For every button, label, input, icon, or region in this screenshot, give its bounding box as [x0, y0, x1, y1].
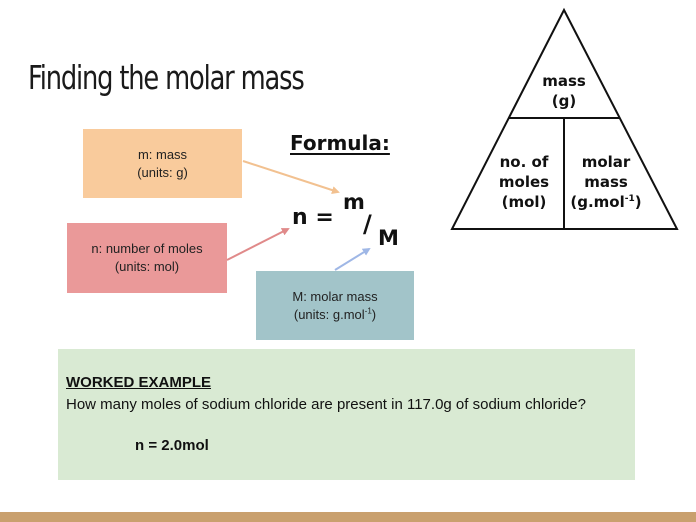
moles-arrow: [226, 228, 290, 261]
molar-mass-variable-box: M: molar mass (units: g.mol-1): [256, 271, 414, 340]
mass-arrow: [242, 160, 340, 194]
bottom-accent-bar: [0, 512, 696, 522]
molar-mass-arrow: [334, 247, 371, 271]
molar-mass-variable-units: (units: g.mol-1): [294, 306, 376, 324]
molar-units-prefix: (units: g.mol: [293, 306, 365, 322]
formula-numerator: m: [343, 190, 365, 214]
molar-units-exponent: -1: [364, 306, 372, 316]
triangle-molar-mass-section: molar mass (g.mol-1): [565, 152, 647, 212]
molar-mass-variable-label: M: molar mass: [292, 288, 378, 304]
worked-example-heading: WORKED EXAMPLE: [66, 374, 212, 391]
triangle-molar-label-1: molar: [581, 153, 631, 171]
triangle-molar-units-prefix: (g.mol: [570, 193, 625, 211]
triangle-moles-section: no. of moles (mol): [486, 152, 562, 212]
mass-variable-units: (units: g): [137, 164, 188, 180]
triangle-moles-units: (mol): [501, 193, 547, 211]
triangle-molar-units-exponent: -1: [624, 194, 635, 204]
triangle-molar-units: (g.mol-1): [565, 192, 647, 212]
triangle-mass-label: mass: [542, 72, 586, 90]
formula-triangle-icon: [450, 7, 679, 230]
worked-example-answer: n = 2.0mol: [135, 437, 209, 454]
formula-slash: /: [363, 210, 372, 238]
triangle-molar-label-2: mass: [584, 173, 628, 191]
triangle-molar-units-suffix: ): [634, 193, 642, 211]
mass-variable-label: m: mass: [137, 146, 188, 162]
triangle-moles-label-2: moles: [498, 173, 550, 191]
moles-variable-units: (units: mol): [114, 259, 180, 274]
worked-example-box: WORKED EXAMPLE How many moles of sodium …: [58, 349, 635, 480]
triangle-mass-section: mass (g): [514, 71, 614, 111]
formula-heading: Formula:: [290, 131, 390, 155]
formula-denominator: M: [378, 226, 399, 250]
molar-units-suffix: ): [371, 306, 377, 322]
formula-lhs: n =: [292, 205, 334, 230]
worked-example-question: How many moles of sodium chloride are pr…: [66, 396, 586, 413]
mass-variable-box: m: mass (units: g): [83, 129, 242, 198]
triangle-moles-label-1: no. of: [499, 153, 549, 171]
triangle-mass-units: (g): [551, 92, 577, 110]
slide-title: Finding the molar mass: [28, 58, 305, 97]
moles-variable-label: n: number of moles: [91, 241, 203, 256]
moles-variable-box: n: number of moles (units: mol): [67, 223, 227, 293]
